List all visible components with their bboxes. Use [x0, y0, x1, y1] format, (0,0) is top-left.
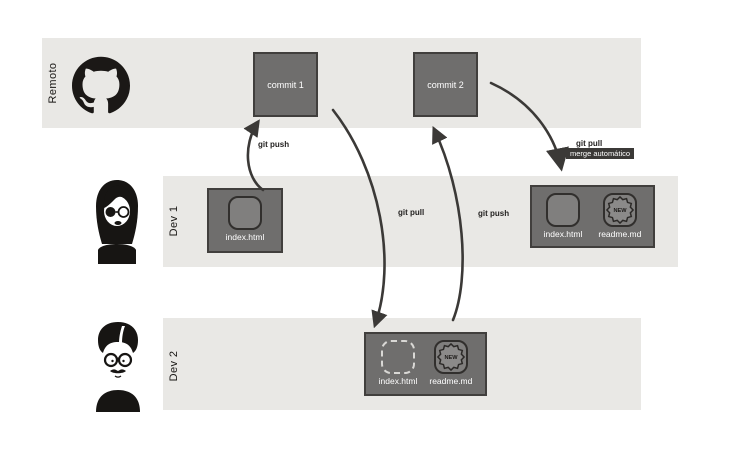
file-index-html: index.html [225, 196, 265, 242]
new-badge-seal-icon: NEW [605, 196, 634, 224]
file-readme-md: NEW readme.md [598, 193, 641, 239]
file-name: readme.md [429, 376, 473, 386]
git-pull-label-1: git pull [398, 208, 425, 217]
file-icon [228, 196, 262, 230]
file-icon [546, 193, 580, 227]
lane-label-dev1: Dev 1 [168, 205, 180, 237]
git-push-label-1: git push [258, 140, 290, 149]
commit-2-node: commit 2 [413, 52, 478, 117]
commit-1-label: commit 1 [267, 79, 304, 90]
file-name: readme.md [598, 229, 642, 239]
file-name: index.html [543, 229, 583, 239]
dev2-working-repo: index.html NEW readme.md [364, 332, 487, 396]
new-badge-seal-icon: NEW [436, 343, 465, 371]
merge-automatico-chip: merge automático [566, 148, 635, 159]
lane-remoto-band [42, 38, 641, 128]
file-icon: NEW [602, 193, 637, 227]
dev1-woman-avatar-icon [96, 180, 138, 264]
dev1-working-repo: index.html [207, 188, 283, 253]
github-octocat-icon [72, 56, 130, 114]
lane-label-dev2: Dev 2 [168, 350, 180, 382]
dev1-merged-repo: index.html NEW readme.md [530, 185, 655, 248]
git-pull-label-2: git pull [576, 139, 603, 148]
dev2-man-avatar-icon [96, 322, 140, 412]
lane-label-remoto: Remoto [47, 62, 59, 104]
new-badge-text: NEW [444, 355, 458, 361]
git-push-label-2: git push [478, 209, 510, 218]
new-badge-text: NEW [613, 208, 627, 214]
file-index-html: index.html [543, 193, 583, 239]
file-readme-md: NEW readme.md [429, 340, 472, 386]
file-icon: NEW [433, 340, 468, 374]
commit-2-label: commit 2 [427, 79, 464, 90]
file-name: index.html [225, 232, 265, 242]
commit-1-node: commit 1 [253, 52, 318, 117]
file-index-html-ghost: index.html [378, 340, 418, 386]
ghost-file-icon [381, 340, 415, 374]
file-name: index.html [378, 376, 418, 386]
